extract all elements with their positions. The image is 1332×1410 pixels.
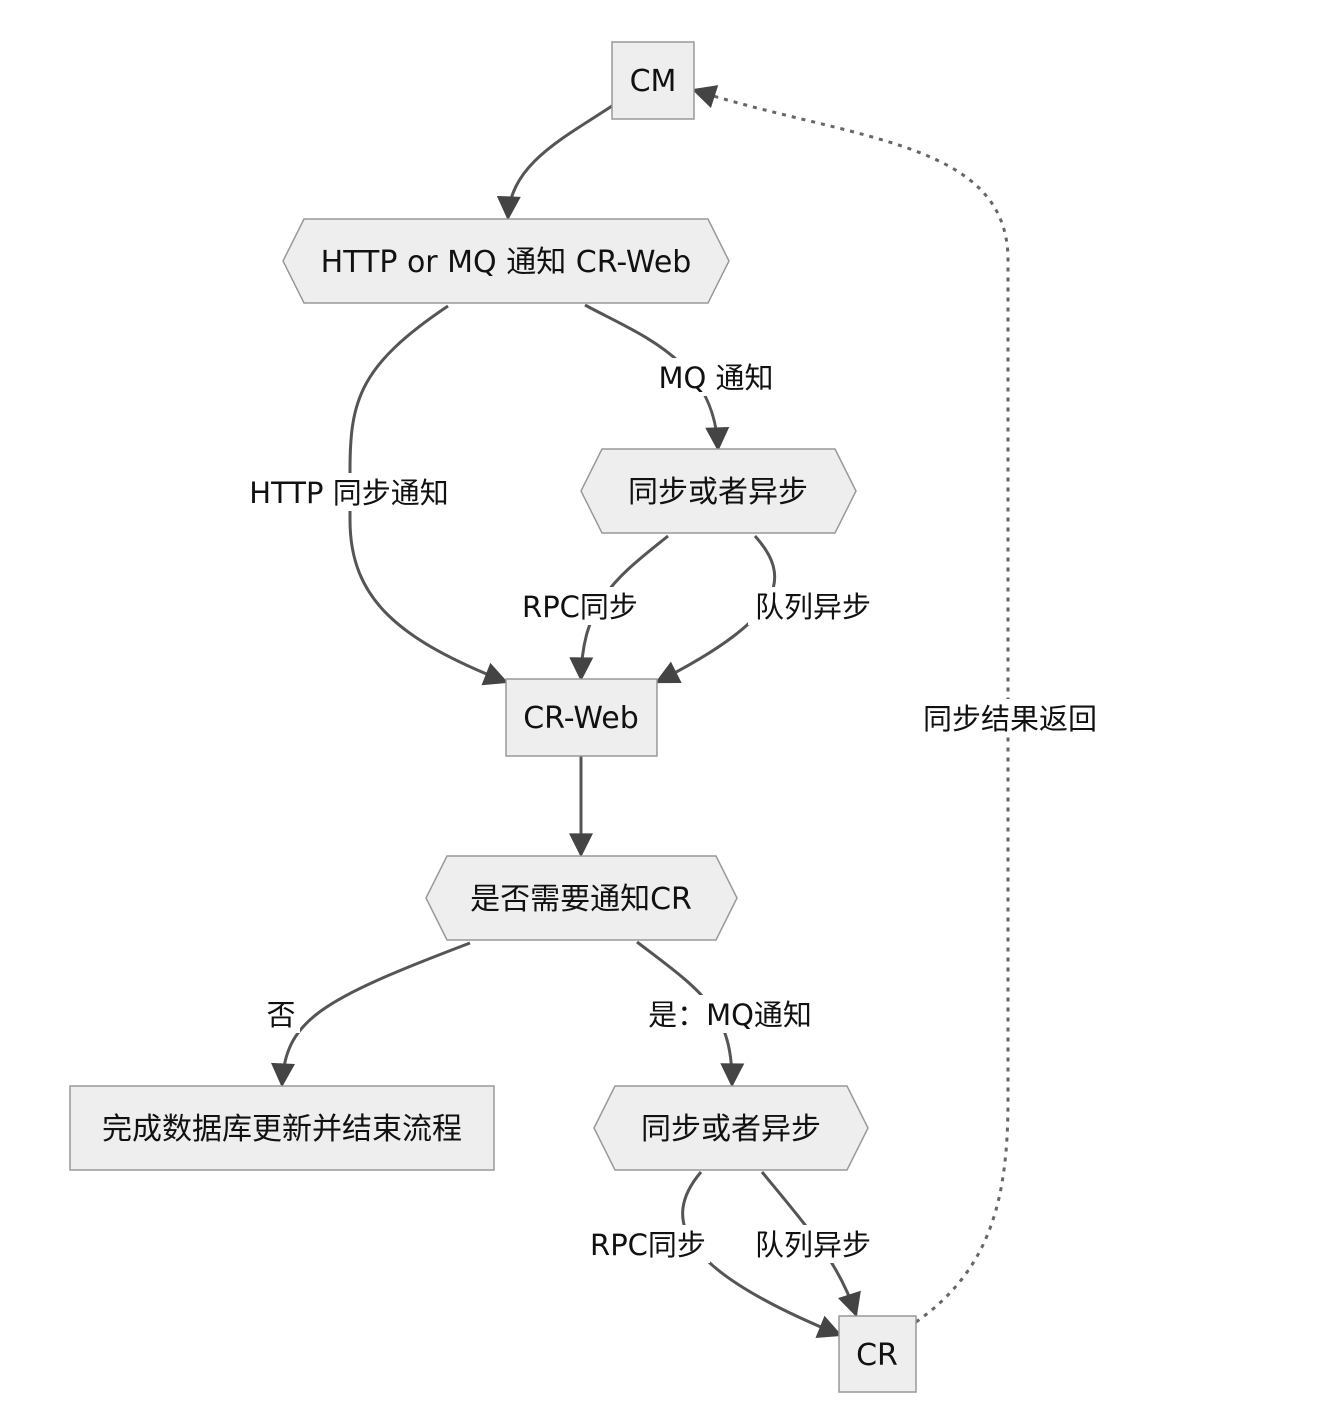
- svg-text:否: 否: [266, 998, 295, 1032]
- svg-text:是：MQ通知: 是：MQ通知: [648, 998, 812, 1032]
- svg-text:同步或者异步: 同步或者异步: [628, 475, 808, 510]
- node-cm: CM: [611, 41, 695, 120]
- edge-need-to-finish: [271, 941, 471, 1088]
- svg-text:HTTP 同步通知: HTTP 同步通知: [249, 476, 448, 510]
- svg-text:完成数据库更新并结束流程: 完成数据库更新并结束流程: [102, 1112, 462, 1147]
- svg-text:MQ 通知: MQ 通知: [658, 361, 773, 395]
- edge-label-sync-result-return: 同步结果返回: [912, 699, 1108, 737]
- edge-label-rpc-sync-1: RPC同步: [518, 587, 642, 625]
- svg-text:CR: CR: [856, 1338, 898, 1373]
- edge-label-rpc-sync-2: RPC同步: [586, 1225, 710, 1263]
- svg-text:队列异步: 队列异步: [755, 1228, 871, 1262]
- edge-label-queue-async-1: 队列异步: [748, 587, 878, 625]
- edge-cm-to-notify: [496, 104, 613, 221]
- edge-cr-to-cm-dotted: [691, 85, 1010, 1324]
- edge-notify-to-sync1: [584, 303, 730, 452]
- edge-label-queue-async-2: 队列异步: [748, 1225, 878, 1263]
- svg-text:同步或者异步: 同步或者异步: [641, 1112, 821, 1147]
- node-need-notify-cr: 是否需要通知CR: [425, 855, 738, 941]
- svg-text:RPC同步: RPC同步: [522, 590, 638, 624]
- svg-text:队列异步: 队列异步: [755, 590, 871, 624]
- edge-label-mq-notify: MQ 通知: [655, 358, 777, 396]
- node-sync-or-async-1: 同步或者异步: [580, 448, 857, 534]
- svg-text:HTTP or MQ 通知 CR-Web: HTTP or MQ 通知 CR-Web: [321, 245, 692, 280]
- node-sync-or-async-2: 同步或者异步: [593, 1085, 869, 1171]
- node-cr-web: CR-Web: [505, 678, 658, 757]
- edge-notify-to-crweb-http: [348, 304, 509, 686]
- edge-label-yes-mq-notify: 是：MQ通知: [640, 995, 820, 1033]
- svg-text:同步结果返回: 同步结果返回: [923, 702, 1097, 736]
- edge-label-http-sync-notify: HTTP 同步通知: [240, 473, 458, 511]
- node-notify-crweb: HTTP or MQ 通知 CR-Web: [282, 218, 730, 304]
- node-cr: CR: [838, 1315, 917, 1393]
- node-finish-update: 完成数据库更新并结束流程: [69, 1085, 495, 1171]
- svg-text:CM: CM: [630, 64, 677, 99]
- edge-label-no: 否: [262, 995, 300, 1033]
- svg-text:是否需要通知CR: 是否需要通知CR: [470, 882, 692, 917]
- svg-text:CR-Web: CR-Web: [523, 701, 639, 736]
- svg-text:RPC同步: RPC同步: [590, 1228, 706, 1262]
